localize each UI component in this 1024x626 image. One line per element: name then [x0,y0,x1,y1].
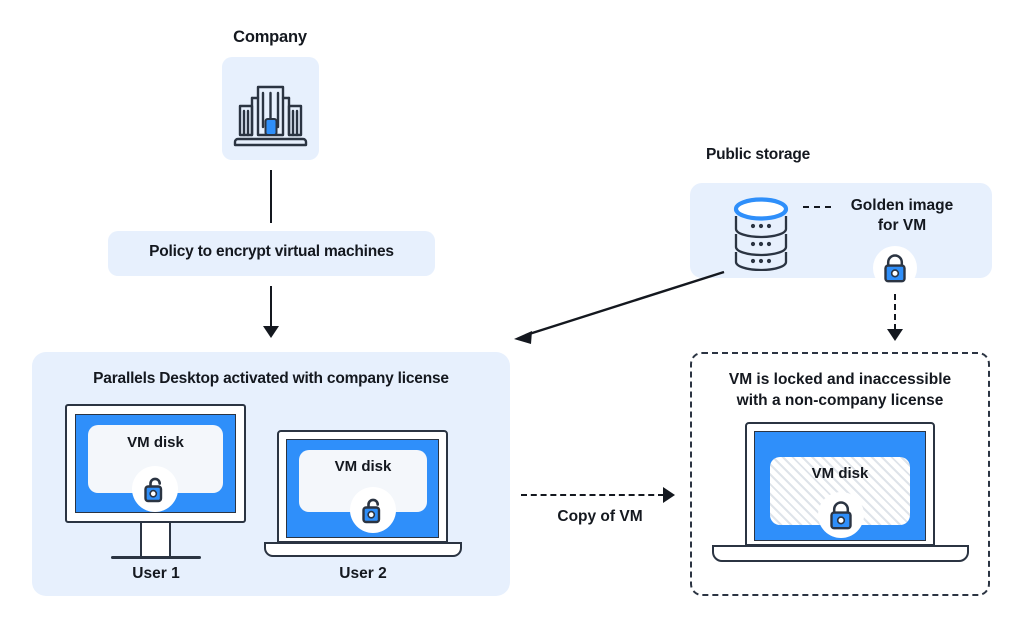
database-cylinder-icon [733,197,789,271]
connector-storage-to-parallels [514,270,725,344]
connector-company-to-policy [270,170,272,223]
company-building-icon [233,85,308,147]
vm-disk-label-locked: VM disk [811,465,869,482]
unlocked-padlock-badge-user2 [350,487,396,533]
connector-policy-to-parallels [270,286,272,328]
locked-padlock-badge-golden-image [873,246,917,290]
laptop-base-locked [712,545,969,562]
public-storage-panel [690,183,992,278]
lock-icon [830,501,852,530]
lock-icon [884,254,906,283]
arrowhead-golden-image-down [887,329,903,341]
vm-disk-label-user2: VM disk [334,458,392,475]
unlock-icon [144,477,163,503]
parallels-panel-title: Parallels Desktop activated with company… [93,370,449,387]
copy-of-vm-label: Copy of VM [557,508,643,525]
user-label-2: User 2 [339,565,387,582]
policy-label: Policy to encrypt virtual machines [149,243,394,260]
monitor-neck [140,523,171,558]
locked-padlock-badge-vm [818,492,864,538]
unlock-icon [362,498,381,524]
golden-image-label: Golden image for VM [832,196,972,236]
company-label: Company [233,28,307,46]
user-label-1: User 1 [132,565,180,582]
arrowhead-policy-down [263,326,279,338]
connector-copy-of-vm [521,494,664,496]
golden-image-line2: for VM [877,217,927,234]
company-icon-tile [222,57,319,160]
locked-vm-title-line1: VM is locked and inaccessible [728,371,952,388]
connector-db-to-golden-image [803,206,831,208]
locked-vm-title-line2: with a non-company license [736,392,944,409]
vm-disk-label-user1: VM disk [127,434,184,451]
connector-golden-image-to-locked-box [894,294,896,330]
unlocked-padlock-badge-user1 [132,466,178,512]
monitor-base [111,556,201,559]
golden-image-line1: Golden image [850,197,954,214]
laptop-base-user2 [264,542,462,557]
locked-vm-title: VM is locked and inaccessible with a non… [690,369,990,411]
arrowhead-copy-of-vm [663,487,675,503]
policy-box [108,231,435,276]
public-storage-label: Public storage [706,146,811,163]
